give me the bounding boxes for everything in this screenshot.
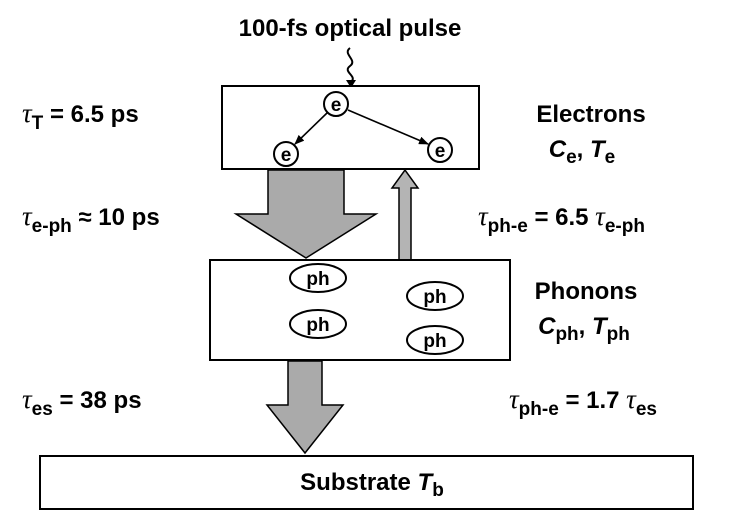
- tau-phonon-electron-2: τph-e = 1.7 τes: [509, 384, 657, 420]
- pulse-wave: [346, 47, 354, 83]
- phonons-params: Cph, Tph: [538, 313, 630, 345]
- electron-particle: e: [323, 91, 349, 117]
- svg-text:e: e: [435, 141, 446, 162]
- svg-text:ph: ph: [306, 315, 329, 336]
- substrate-label: Substrate Tb: [300, 469, 444, 501]
- pulse-arrowhead: [346, 80, 356, 88]
- tau-phonon-electron-1: τph-e = 6.5 τe-ph: [478, 201, 645, 237]
- tau-electron-phonon: τe-ph ≈ 10 ps: [22, 201, 160, 237]
- tau-electron-substrate: τes = 38 ps: [22, 384, 142, 420]
- pulse-label: 100-fs optical pulse: [239, 15, 462, 42]
- tau-thermalization: τT = 6.5 ps: [22, 98, 139, 134]
- phonon-particle: ph: [289, 263, 347, 293]
- electron-particle: e: [273, 141, 299, 167]
- svg-text:ph: ph: [306, 269, 329, 290]
- scatter-arrow-left: [294, 112, 328, 145]
- scatter-arrow-right: [347, 109, 429, 145]
- phonon-particle: ph: [289, 309, 347, 339]
- svg-text:ph: ph: [423, 287, 446, 308]
- svg-text:ph: ph: [423, 331, 446, 352]
- phonon-particle: ph: [406, 325, 464, 355]
- electron-particle: e: [427, 137, 453, 163]
- energy-arrow-electrons-to-phonons: [233, 169, 379, 259]
- phonon-particle: ph: [406, 281, 464, 311]
- phonons-title: Phonons: [535, 278, 638, 305]
- energy-arrow-phonons-to-electrons: [390, 168, 420, 261]
- svg-text:e: e: [281, 145, 292, 166]
- phonons-box: [209, 259, 511, 361]
- electrons-title: Electrons: [536, 101, 645, 128]
- substrate-box: [39, 455, 694, 510]
- electrons-params: Ce, Te: [549, 136, 616, 168]
- energy-arrow-phonons-to-substrate: [265, 360, 345, 455]
- svg-text:e: e: [331, 95, 342, 116]
